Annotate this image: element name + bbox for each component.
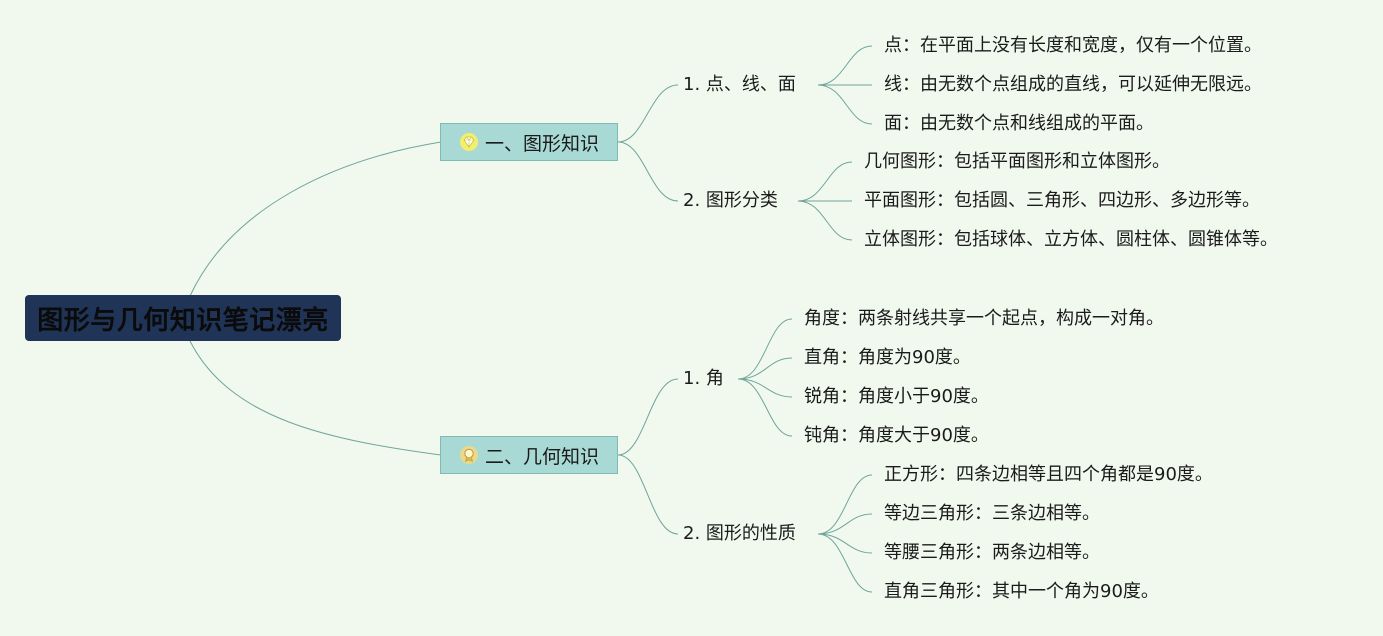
leaf-topic[interactable]: 角度：两条射线共享一个起点，构成一对角。 [804, 308, 1164, 329]
leaf-topic[interactable]: 钝角：角度大于90度。 [804, 425, 989, 446]
branch-topic-geometry[interactable]: 二、几何知识 [440, 436, 618, 474]
link-leaf-2-2-3 [817, 533, 873, 554]
link-branch2-sub2 [617, 454, 679, 535]
leaf-topic[interactable]: 直角：角度为90度。 [804, 347, 971, 368]
link-leaf-2-2-4 [817, 533, 873, 593]
link-leaf-1-1-3 [817, 84, 873, 125]
branch-topic-label: 二、几何知识 [484, 445, 599, 468]
link-leaf-2-1-1 [737, 318, 793, 380]
leaf-topic[interactable]: 线：由无数个点组成的直线，可以延伸无限远。 [884, 74, 1262, 95]
leaf-topic[interactable]: 直角三角形：其中一个角为90度。 [884, 581, 1159, 602]
leaf-topic[interactable]: 正方形：四条边相等且四个角都是90度。 [884, 464, 1213, 485]
subtopic-point-line-plane[interactable]: 1. 点、线、面 [683, 74, 796, 95]
link-leaf-2-2-1 [817, 474, 873, 535]
root-topic[interactable]: 图形与几何知识笔记漂亮 [25, 295, 341, 341]
link-branch2-sub1 [617, 378, 679, 456]
branch-topic-label: 一、图形知识 [484, 132, 599, 155]
leaf-topic[interactable]: 点：在平面上没有长度和宽度，仅有一个位置。 [884, 35, 1262, 56]
link-root-branch-1 [189, 141, 442, 297]
diamond-icon [459, 132, 479, 152]
link-root-branch-2 [189, 340, 442, 456]
link-leaf-1-2-3 [797, 200, 853, 241]
link-leaf-2-1-4 [737, 378, 793, 437]
link-leaf-1-2-1 [797, 161, 853, 202]
leaf-topic[interactable]: 立体图形：包括球体、立方体、圆柱体、圆锥体等。 [864, 229, 1278, 250]
leaf-topic[interactable]: 等腰三角形：两条边相等。 [884, 542, 1100, 563]
link-branch1-sub2 [617, 141, 679, 202]
root-topic-label: 图形与几何知识笔记漂亮 [37, 305, 329, 336]
link-leaf-2-1-3 [737, 378, 793, 398]
leaf-topic[interactable]: 面：由无数个点和线组成的平面。 [884, 113, 1154, 134]
link-branch1-sub1 [617, 84, 679, 143]
leaf-topic[interactable]: 锐角：角度小于90度。 [804, 386, 989, 407]
leaf-topic[interactable]: 几何图形：包括平面图形和立体图形。 [864, 151, 1170, 172]
link-leaf-2-1-2 [737, 357, 793, 380]
branch-topic-shapes[interactable]: 一、图形知识 [440, 123, 618, 161]
subtopic-shape-classification[interactable]: 2. 图形分类 [683, 190, 778, 211]
subtopic-angle[interactable]: 1. 角 [683, 368, 724, 389]
subtopic-shape-properties[interactable]: 2. 图形的性质 [683, 523, 796, 544]
medal-icon [459, 445, 479, 465]
link-leaf-1-1-1 [817, 45, 873, 86]
link-leaf-2-2-2 [817, 513, 873, 535]
leaf-topic[interactable]: 平面图形：包括圆、三角形、四边形、多边形等。 [864, 190, 1260, 211]
leaf-topic[interactable]: 等边三角形：三条边相等。 [884, 503, 1100, 524]
